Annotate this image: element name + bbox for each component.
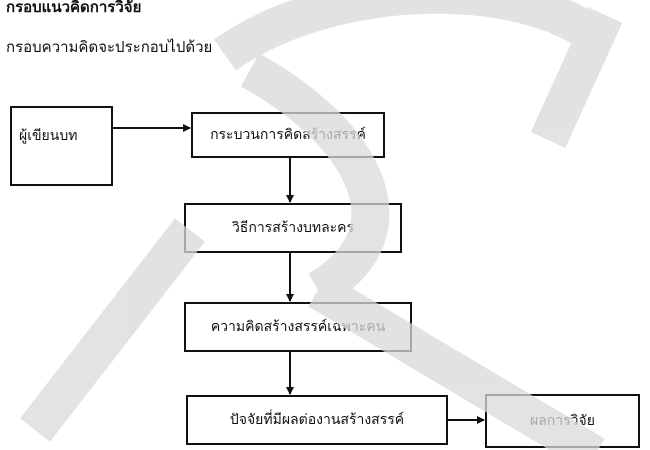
research-result-box: ผลการวิจัย — [485, 394, 640, 448]
drama-method-label: วิธีการสร้างบทละคร — [231, 220, 355, 236]
writer-box: ผู้เขียนบท — [10, 106, 113, 186]
influencing-factors-label: ปัจจัยที่มีผลต่องานสร้างสรรค์ — [229, 412, 405, 428]
individual-creativity-label: ความคิดสร้างสรรค์เฉพาะคน — [210, 319, 386, 335]
writer-label: ผู้เขียนบท — [19, 128, 78, 144]
research-result-label: ผลการวิจัย — [530, 413, 595, 429]
creative-process-label: กระบวนการคิดสร้างสรรค์ — [210, 127, 366, 143]
page-subheading: กรอบความคิดจะประกอบไปด้วย — [6, 38, 213, 56]
individual-creativity-box: ความคิดสร้างสรรค์เฉพาะคน — [184, 302, 412, 352]
drama-method-box: วิธีการสร้างบทละคร — [184, 203, 402, 253]
creative-process-box: กระบวนการคิดสร้างสรรค์ — [191, 112, 385, 158]
page-heading: กรอบแนวคิดการวิจัย — [6, 0, 142, 16]
influencing-factors-box: ปัจจัยที่มีผลต่องานสร้างสรรค์ — [186, 395, 448, 445]
